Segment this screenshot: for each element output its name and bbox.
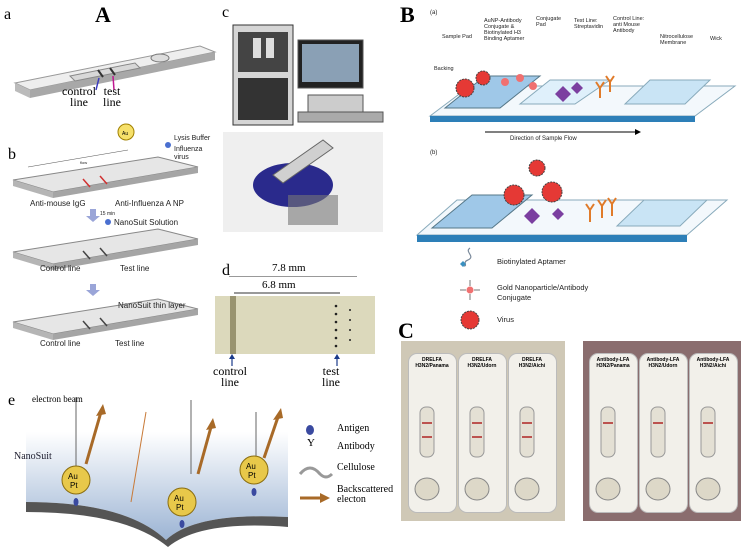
panel-B-legend-icons	[460, 247, 480, 330]
panel-B-sample-pad: Sample Pad	[442, 34, 472, 40]
panel-B-test-line: Test Line: Streptavidin	[574, 18, 604, 30]
panel-C-label-4: Antibody-LFA H3N2/Panama	[596, 357, 630, 369]
panel-b-anti-mouse: Anti-mouse IgG	[30, 199, 86, 208]
panel-B-sub-a: (a)	[430, 10, 438, 16]
panel-d-control-label: control line	[213, 364, 247, 389]
panel-label-B: B	[400, 2, 415, 27]
svg-text:Pt: Pt	[248, 471, 256, 480]
panel-b-flow-label: flow	[80, 160, 88, 165]
panel-b-control-2: Control line	[40, 339, 81, 348]
panel-B-legend-aptamer: Biotinylated Aptamer	[497, 257, 566, 266]
panel-b-lysis-label: Lysis Buffer	[174, 135, 211, 142]
panel-C-label-2: DRELFA H3N2/Udorn	[467, 357, 497, 369]
panel-B-membrane: Nitrocellulose Membrane	[660, 34, 694, 46]
arrow-control	[95, 77, 100, 91]
cellulose-icon	[298, 466, 334, 479]
panel-B-control-line: Control Line: anti Mouse Antibody	[613, 16, 645, 34]
panel-C-windows	[414, 406, 721, 501]
panel-C-label-3: DRELFA H3N2/Aichi	[518, 357, 546, 369]
panel-b-minutes: 15 min	[100, 211, 116, 217]
cellulose-fiber	[26, 502, 288, 547]
panel-label-A: A	[95, 2, 111, 27]
control-line-antibody	[595, 75, 615, 98]
panel-B-strip-b	[415, 159, 729, 242]
panel-b-anti-flu: Anti-Influenza A NP	[115, 199, 184, 208]
panel-b-thin-layer: NanoSuit thin layer	[118, 301, 186, 310]
panel-a-control-label: control line	[62, 84, 96, 109]
panel-label-e: e	[8, 392, 16, 409]
test-line-mark	[109, 67, 116, 76]
panel-C-label-1: DRELFA H3N2/Panama	[415, 357, 449, 369]
panel-e-legend-cellulose: Cellulose	[337, 462, 375, 473]
panel-b-test-2: Test line	[115, 339, 145, 348]
svg-text:Au: Au	[246, 462, 256, 471]
aunp-conjugates	[501, 74, 537, 90]
panel-e-antibody-glyph: Y	[307, 437, 315, 449]
panel-e-legend-backscatter: Backscattered electon	[337, 484, 394, 505]
panel-B-sub-b: (b)	[430, 150, 438, 156]
panel-b-nanosuit-solution: NanoSuit Solution	[114, 218, 179, 227]
panel-e-legend-antibody: Antibody	[337, 441, 375, 452]
svg-text:Pt: Pt	[70, 481, 78, 490]
control-band	[230, 296, 236, 354]
panel-B-conjugate-pad: Conjugate Pad	[536, 16, 562, 28]
panel-d-dim1: 7.8 mm	[272, 262, 306, 274]
panel-label-a: a	[4, 6, 12, 23]
antigen-icon	[306, 425, 314, 435]
aptamer-icon	[463, 247, 472, 267]
panel-d-strip	[215, 276, 375, 354]
panel-C-label-5: Antibody-LFA H3N2/Udorn	[646, 357, 680, 369]
backscatter-arrow-icon	[320, 493, 330, 503]
control-line-mark	[97, 69, 104, 78]
panel-b-diagram: Au	[12, 123, 199, 340]
gold-conjugate-icon	[466, 286, 474, 294]
svg-text:Au: Au	[174, 494, 184, 503]
test-band	[334, 304, 351, 348]
panel-B-legend-gold: Gold Nanoparticle/Antibody Conjugate	[497, 283, 589, 302]
virus-particles	[455, 70, 491, 98]
panel-B-legend-virus: Virus	[497, 315, 514, 324]
panel-b-test-1: Test line	[120, 264, 150, 273]
panel-B-conjugate-label: AuNP-Antibody Conjugate & Biotinylated H…	[484, 18, 525, 42]
panel-c-instrument	[223, 24, 384, 232]
panel-b-control-1: Control line	[40, 264, 81, 273]
panel-e-beam-label: electron beam	[32, 394, 83, 404]
panel-a-strip	[13, 45, 217, 98]
panel-label-C: C	[398, 318, 414, 343]
panel-a-test-label: test line	[103, 84, 121, 109]
panel-label-c: c	[222, 4, 230, 21]
panel-d-dim2: 6.8 mm	[262, 279, 296, 291]
panel-B-direction: Direction of Sample Flow	[510, 136, 577, 142]
panel-e-legend-antigen: Antigen	[337, 423, 370, 434]
panel-B-wick: Wick	[710, 36, 722, 42]
svg-text:Au: Au	[68, 472, 78, 481]
lysis-drop	[165, 142, 171, 148]
panel-d-test-label: test line	[322, 364, 340, 389]
panel-b-influenza-label: Influenza virus	[174, 146, 203, 161]
arrow-test	[112, 75, 115, 91]
panel-e-legend-icons	[298, 425, 334, 503]
panel-B-strip-a	[428, 70, 737, 135]
panel-label-d: d	[222, 262, 230, 279]
virus-icon	[460, 310, 480, 330]
panel-C-label-6: Antibody-LFA H3N2/Aichi	[696, 357, 730, 369]
panel-d-arrows	[229, 354, 340, 366]
flow-direction-arrow	[635, 129, 641, 135]
wick	[623, 79, 712, 105]
panel-e-nanosuit-label: NanoSuit	[14, 451, 52, 462]
svg-text:Pt: Pt	[176, 503, 184, 512]
svg-text:Au: Au	[122, 131, 128, 137]
test-line-streptavidin	[555, 82, 583, 102]
panel-label-b: b	[8, 146, 16, 163]
panel-B-backing: Backing	[434, 66, 454, 72]
